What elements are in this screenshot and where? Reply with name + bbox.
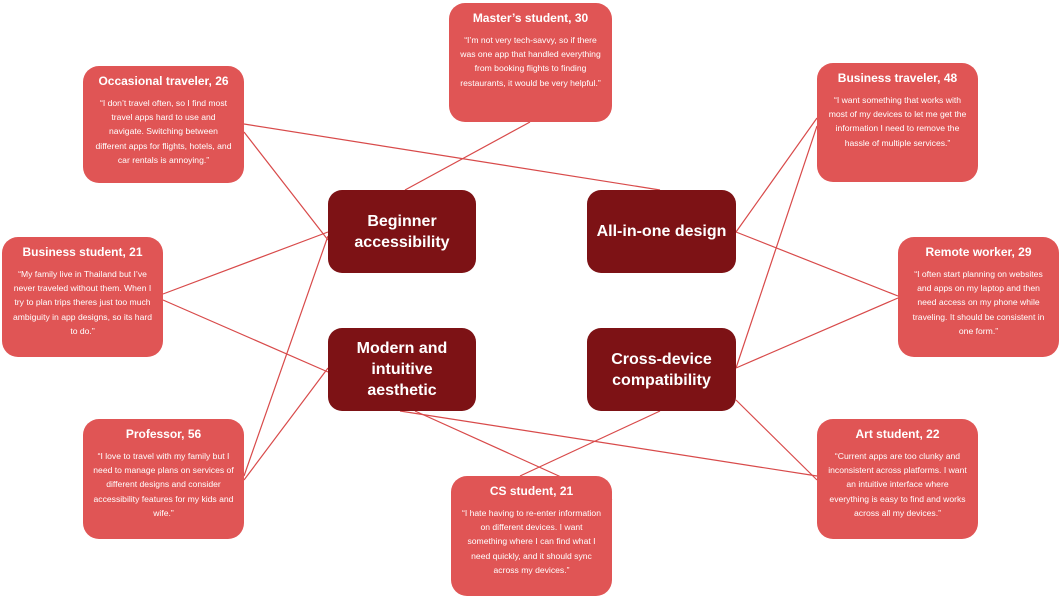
persona-quote: “I love to travel with my family but I n… bbox=[93, 451, 234, 518]
persona-title: Professor, 56 bbox=[125, 427, 202, 441]
persona-quote: “My family live in Thailand but I’ve nev… bbox=[12, 269, 152, 336]
persona-card-occasional-traveler: Occasional traveler, 26 “I don’t travel … bbox=[83, 66, 244, 183]
persona-quote: “I’m not very tech-savvy, so if there wa… bbox=[460, 35, 601, 88]
persona-title: Occasional traveler, 26 bbox=[98, 74, 229, 88]
theme-label: All-in-one design bbox=[596, 223, 727, 240]
connector-remote-worker-to-cross-device-compatibility bbox=[735, 297, 899, 369]
persona-quote: “Current apps are too clunky and inconsi… bbox=[828, 451, 967, 518]
persona-title: Master’s student, 30 bbox=[472, 11, 589, 25]
connector-business-traveler-to-all-in-one-design bbox=[735, 117, 818, 233]
persona-title: Business student, 21 bbox=[22, 245, 143, 259]
persona-card-cs-student: CS student, 21 “I hate having to re-ente… bbox=[451, 476, 612, 596]
connector-professor-to-beginner-accessibility bbox=[243, 235, 329, 477]
connector-business-traveler-to-cross-device-compatibility bbox=[735, 125, 818, 369]
connector-art-student-to-cross-device-compatibility bbox=[735, 399, 818, 481]
connector-professor-to-modern-intuitive-aesthetic bbox=[243, 367, 329, 481]
persona-quote: “I often start planning on websites and … bbox=[912, 269, 1045, 336]
connector-cs-student-to-cross-device-compatibility bbox=[519, 410, 661, 477]
connector-occasional-traveler-to-beginner-accessibility bbox=[243, 131, 329, 241]
persona-quote: “I want something that works with most o… bbox=[828, 95, 967, 148]
connector-masters-student-to-beginner-accessibility bbox=[404, 121, 531, 191]
connector-occasional-traveler-to-all-in-one-design bbox=[243, 123, 661, 191]
connector-business-student-to-modern-intuitive-aesthetic bbox=[162, 299, 329, 373]
persona-title: Remote worker, 29 bbox=[925, 245, 1032, 259]
persona-quote: “I don’t travel often, so I find most tr… bbox=[95, 98, 232, 165]
persona-title: Business traveler, 48 bbox=[837, 71, 958, 85]
theme-label: Cross-device compatibility bbox=[611, 350, 712, 389]
connector-business-student-to-beginner-accessibility bbox=[162, 231, 329, 295]
theme-node-beginner-accessibility: Beginner accessibility bbox=[328, 190, 476, 273]
persona-card-business-student: Business student, 21 “My family live in … bbox=[2, 237, 163, 357]
persona-title: Art student, 22 bbox=[855, 427, 940, 441]
persona-card-business-traveler: Business traveler, 48 “I want something … bbox=[817, 63, 978, 182]
connector-remote-worker-to-all-in-one-design bbox=[735, 231, 899, 297]
theme-label: Beginner accessibility bbox=[354, 212, 450, 251]
persona-quote: “I hate having to re-enter information o… bbox=[461, 508, 601, 575]
theme-node-modern-intuitive-aesthetic: Modern and intuitive aesthetic bbox=[328, 328, 476, 411]
theme-node-cross-device-compatibility: Cross-device compatibility bbox=[587, 328, 736, 411]
persona-card-professor: Professor, 56 “I love to travel with my … bbox=[83, 419, 244, 539]
persona-card-masters-student: Master’s student, 30 “I’m not very tech-… bbox=[449, 3, 612, 122]
persona-card-remote-worker: Remote worker, 29 “I often start plannin… bbox=[898, 237, 1059, 357]
connector-art-student-to-modern-intuitive-aesthetic bbox=[399, 410, 818, 477]
theme-label: Modern and intuitive aesthetic bbox=[356, 340, 448, 399]
persona-card-art-student: Art student, 22 “Current apps are too cl… bbox=[817, 419, 978, 539]
theme-node-all-in-one-design: All-in-one design bbox=[587, 190, 736, 273]
persona-title: CS student, 21 bbox=[489, 484, 574, 498]
